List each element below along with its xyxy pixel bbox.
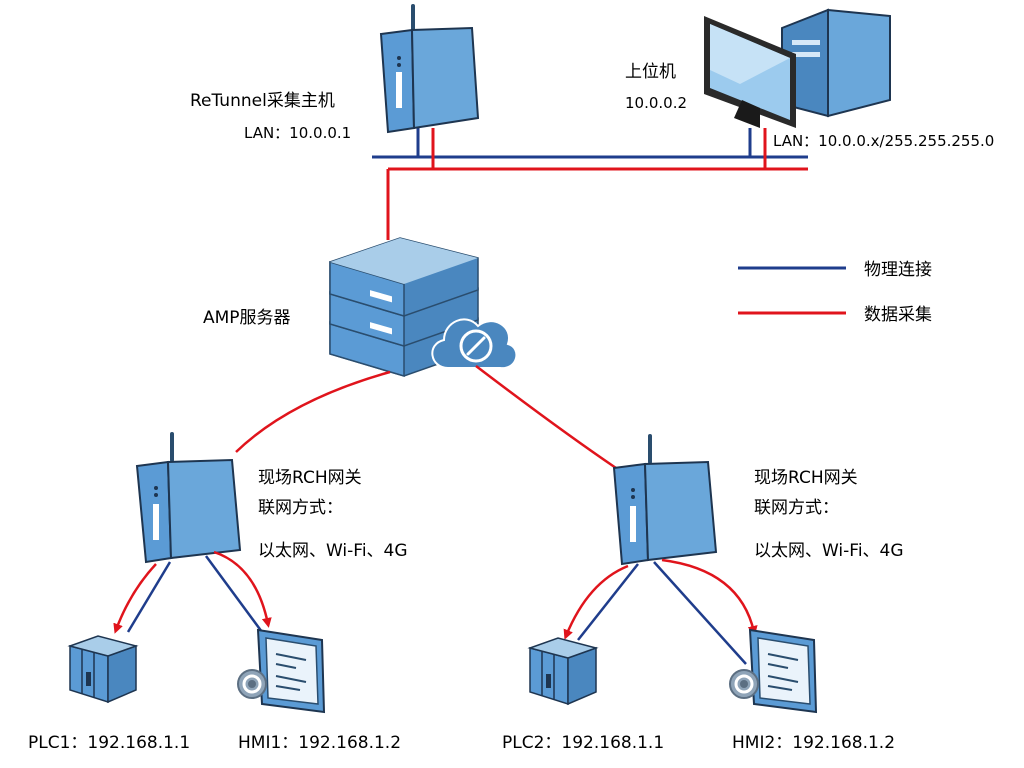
hmi1-icon [237, 628, 326, 714]
gateway2-icon [612, 434, 718, 566]
gateway1-icon [135, 432, 242, 564]
gateway1-mode-label: 联网方式： [258, 498, 343, 518]
top-bus [372, 128, 808, 240]
gear-icon [729, 669, 759, 699]
gw1-hmi1-data [213, 550, 272, 628]
legend-physical-label: 物理连接 [864, 260, 932, 280]
gear-icon [237, 669, 267, 699]
hmi1-label: HMI1：192.168.1.2 [238, 733, 401, 753]
gw1-hmi1-physical [204, 555, 264, 633]
server-to-gateway1-link [235, 370, 391, 453]
gw1-plc1-physical [126, 561, 172, 633]
server-to-gateway2-link [475, 365, 617, 470]
gw2-hmi2-physical [653, 561, 747, 665]
gateway2-mode-label: 联网方式： [754, 498, 839, 518]
pc-name-label: 上位机 [625, 62, 676, 82]
legend-data-label: 数据采集 [864, 305, 932, 325]
server-name-label: AMP服务器 [203, 308, 291, 328]
plc2-label: PLC2：192.168.1.1 [502, 733, 664, 753]
plc2-icon [527, 637, 599, 706]
pc-lan-label: LAN：10.0.0.x/255.255.255.0 [773, 132, 994, 150]
cloud-link-icon [431, 318, 518, 370]
amp-server-icon [329, 237, 518, 471]
pc-ip-label: 10.0.0.2 [625, 94, 687, 112]
gw2-hmi2-data [661, 558, 758, 636]
legend: 物理连接 数据采集 [738, 260, 932, 325]
host-name-label: ReTunnel采集主机 [190, 91, 335, 111]
hmi2-label: HMI2：192.168.1.2 [732, 733, 895, 753]
plc1-icon [67, 635, 139, 704]
gateway2-title: 现场RCH网关 [754, 468, 858, 488]
gateway1-mode-values: 以太网、Wi-Fi、4G [258, 541, 408, 561]
pc-icon [704, 8, 891, 128]
gw1-plc1-data [113, 563, 157, 634]
gw2-plc2-data [563, 564, 629, 640]
retunnel-host-icon [379, 4, 480, 134]
gw2-plc2-physical [577, 563, 639, 641]
gateway1-title: 现场RCH网关 [258, 468, 362, 488]
gateway2-mode-values: 以太网、Wi-Fi、4G [754, 541, 904, 561]
plc1-label: PLC1：192.168.1.1 [28, 733, 190, 753]
host-lan-label: LAN：10.0.0.1 [244, 124, 351, 142]
hmi2-icon [729, 628, 818, 714]
